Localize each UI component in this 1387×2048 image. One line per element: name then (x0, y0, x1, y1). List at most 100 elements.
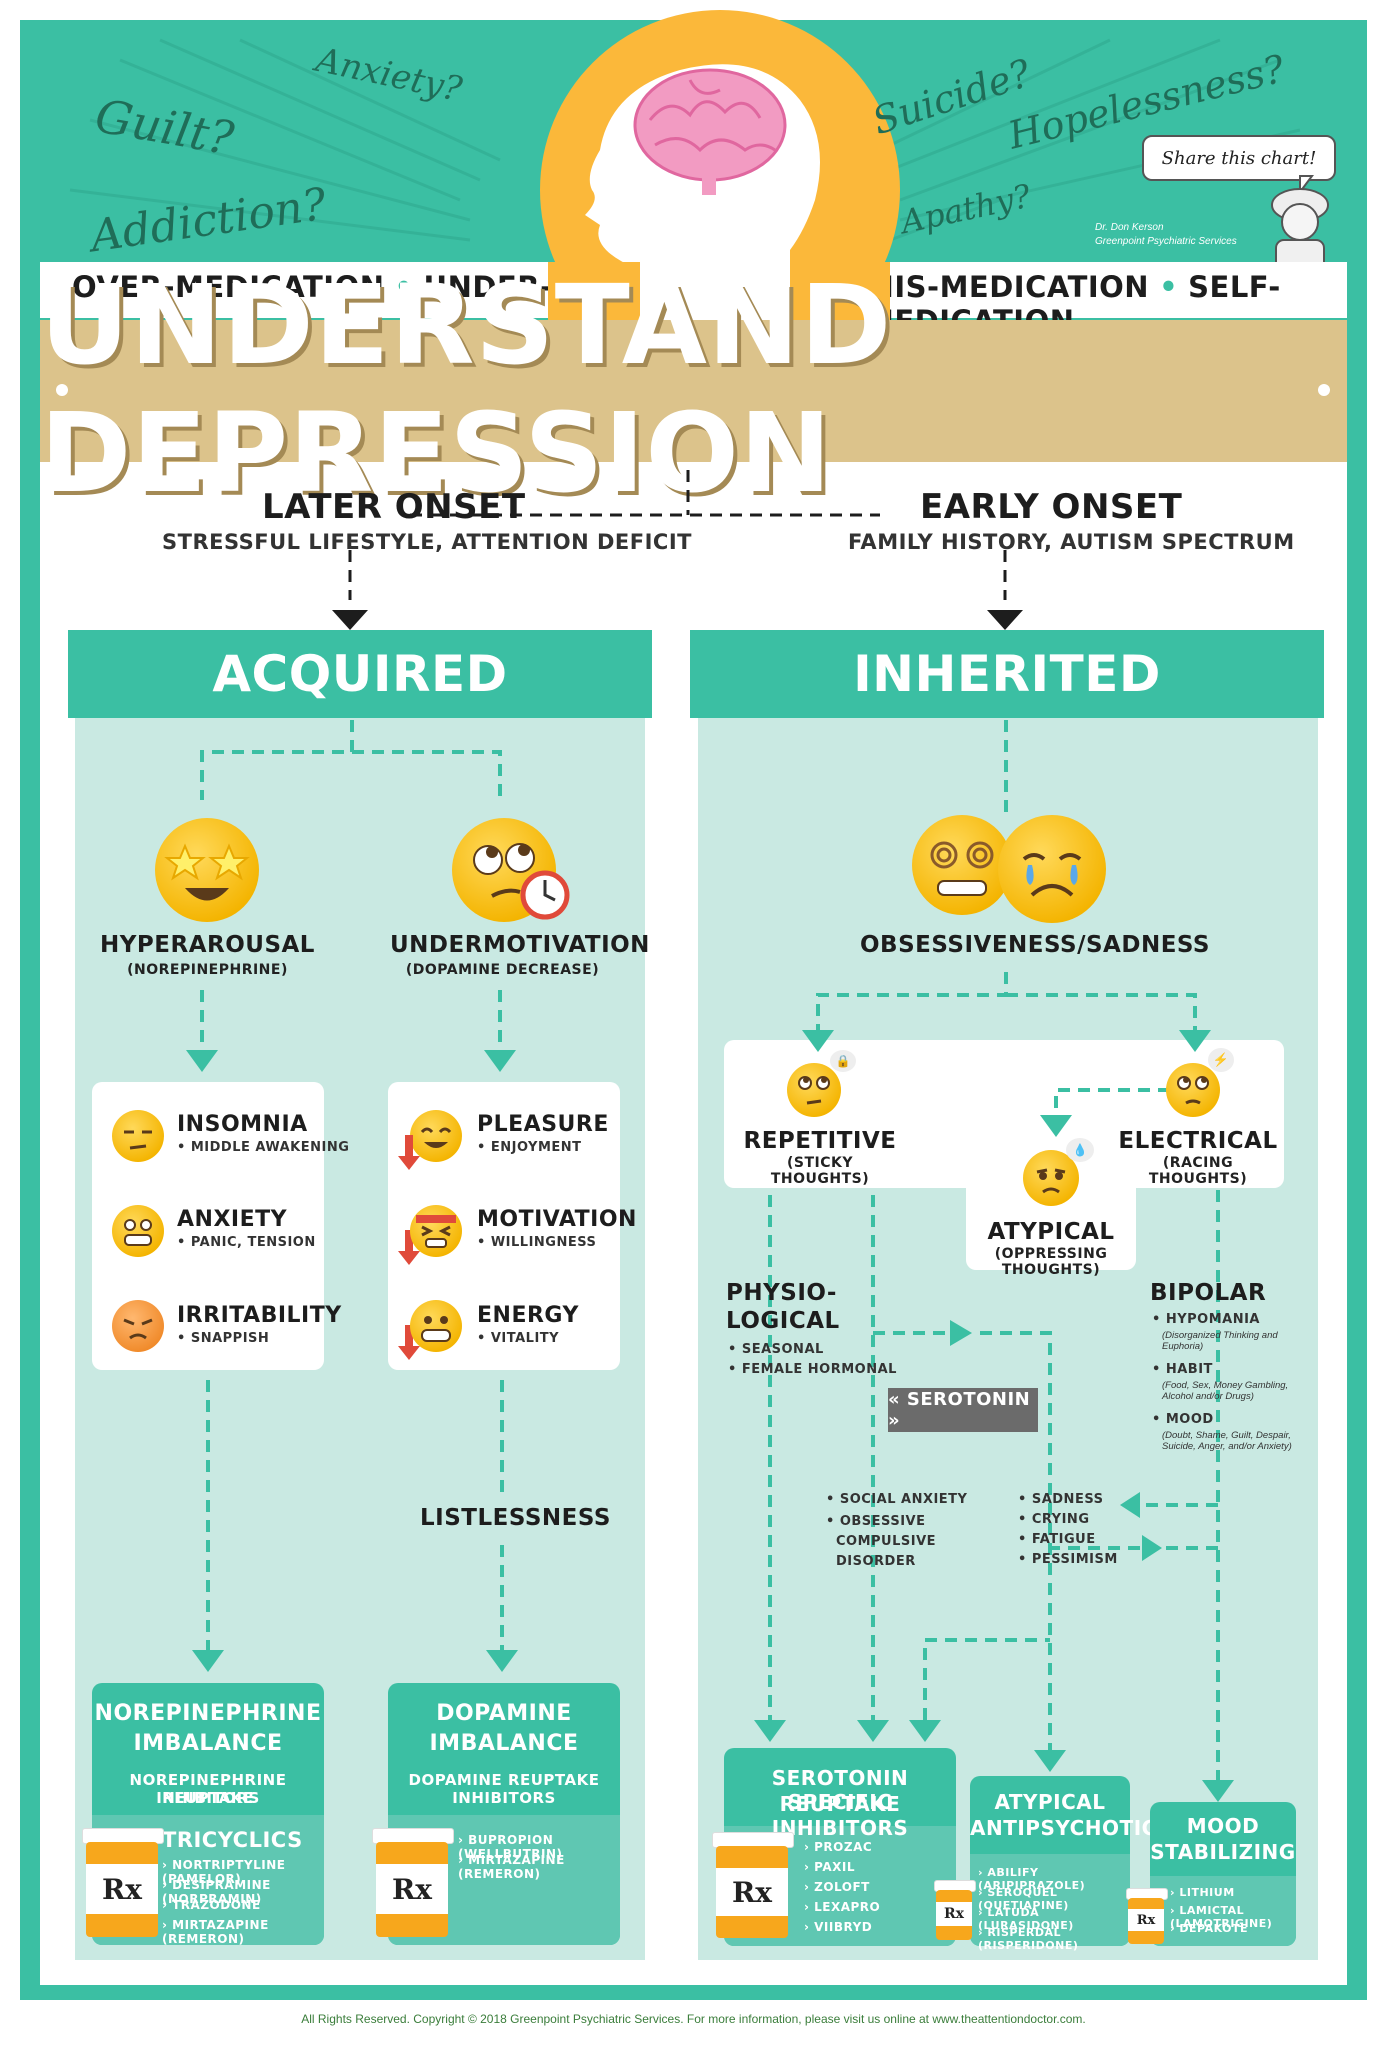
norepi-title-1: NOREPINEPHRINE (94, 1701, 322, 1726)
ssri-drug-1: › PROZAC (804, 1840, 873, 1854)
social-anxiety-item: • SOCIAL ANXIETY (826, 1492, 968, 1507)
atyp-drug-2: › SEROQUEL (QUETIAPINE) (978, 1886, 1069, 1912)
energy-label: ENERGY (477, 1303, 579, 1328)
ssri-drug-3: › ZOLOFT (804, 1880, 870, 1894)
norepi-drug-2: › DESIPRAMINE (NORPRAMIN) (162, 1878, 271, 1906)
motivation-label: MOTIVATION (477, 1207, 637, 1232)
header-rays (69, 38, 1301, 242)
fatigue-item: • FATIGUE (1018, 1532, 1096, 1547)
grin-emoji-icon (410, 1300, 462, 1352)
pessimism-item: • PESSIMISM (1018, 1552, 1118, 1567)
pleasure-label: PLEASURE (477, 1112, 609, 1137)
mood-label: • MOOD (1152, 1412, 1214, 1427)
title-dot-left (56, 384, 68, 396)
ssri-drug-5: › VIIBRYD (804, 1920, 873, 1934)
atypical-sub: (OPPRESSING THOUGHTS) (994, 1246, 1108, 1278)
irritability-sub: • SNAPPISH (177, 1331, 270, 1346)
crying-item: • CRYING (1018, 1512, 1090, 1527)
mood-drug-2: › LAMICTAL (LAMOTRIGINE) (1170, 1904, 1273, 1930)
doctor-name: Dr. Don Kerson (1095, 222, 1164, 233)
share-bubble[interactable]: Share this chart! (1142, 135, 1336, 181)
title-bar (40, 320, 1347, 462)
early-onset-sub: FAMILY HISTORY, AUTISM SPECTRUM (848, 530, 1295, 554)
grimace-emoji-icon (112, 1205, 164, 1257)
atypical-label: ATYPICAL (987, 1219, 1115, 1245)
repetitive-label: REPETITIVE (743, 1128, 897, 1154)
undermotivation-label: UNDERMOTIVATION (390, 932, 650, 958)
norepi-drug-3: › TRAZODONE (162, 1898, 261, 1912)
ssri-drug-2: › PAXIL (804, 1860, 855, 1874)
eye-roll-emoji-icon (452, 818, 556, 922)
physio-item-1: • SEASONAL (728, 1342, 824, 1357)
norepi-title-2: IMBALANCE (133, 1731, 283, 1756)
atyp-title-2: ANTIPSYCHOTIC (970, 1816, 1157, 1840)
early-onset-title: EARLY ONSET (920, 487, 1183, 527)
norepi-sub-2: INHIBITORS (156, 1789, 260, 1807)
repetitive-emoji-icon (787, 1063, 841, 1117)
norepi-drug-4: › MIRTAZAPINE (REMERON) (162, 1918, 269, 1946)
rx-label: Rx (376, 1864, 448, 1914)
physio-label-2: LOGICAL (726, 1308, 840, 1334)
later-onset-sub: STRESSFUL LIFESTYLE, ATTENTION DEFICIT (162, 530, 692, 554)
insomnia-sub: • MIDDLE AWAKENING (177, 1140, 350, 1155)
footer-copyright[interactable]: All Rights Reserved. Copyright © 2018 Gr… (301, 2012, 1086, 2026)
atyp-drug-1: › ABILIFY (ARIPIPRAZOLE) (978, 1866, 1086, 1892)
lightning-icon: ⚡ (1208, 1048, 1234, 1072)
mood-title-1: MOOD (1186, 1814, 1260, 1838)
tired-emoji-icon (410, 1205, 462, 1257)
ssri-drug-4: › LEXAPRO (804, 1900, 881, 1914)
sleepy-emoji-icon (112, 1110, 164, 1162)
atyp-title-1: ATYPICAL (994, 1790, 1106, 1814)
atyp-drug-3: › LATUDA (LURASIDONE) (978, 1906, 1074, 1932)
rx-label: Rx (86, 1864, 158, 1914)
dizzy-emoji-icon (912, 815, 1012, 915)
later-onset-title: LATER ONSET (262, 487, 526, 527)
ocd-item-1: • OBSESSIVE (826, 1514, 926, 1529)
doctor-org: Greenpoint Psychiatric Services (1095, 236, 1237, 247)
sweat-drops-icon: 💧 (1066, 1138, 1094, 1162)
smile-emoji-icon (410, 1110, 462, 1162)
ssri-title-1: SEROTONIN SPECIFIC (771, 1766, 909, 1814)
electrical-sub: (RACING THOUGHTS) (1148, 1155, 1248, 1187)
dopa-title-2: IMBALANCE (429, 1731, 579, 1756)
atyp-drug-panel (970, 1854, 1130, 1946)
mood-title-2: STABILIZING (1150, 1840, 1296, 1864)
ocd-item-2: COMPULSIVE (836, 1534, 937, 1549)
mood-drug-panel (1150, 1876, 1296, 1946)
angry-emoji-icon (112, 1300, 164, 1352)
crying-emoji-icon (998, 815, 1106, 923)
physio-item-2: • FEMALE HORMONAL (728, 1362, 897, 1377)
listlessness-label: LISTLESSNESS (420, 1505, 611, 1531)
motivation-sub: • WILLINGNESS (477, 1235, 597, 1250)
mood-note: (Doubt, Shame, Guilt, Despair, Suicide, … (1162, 1430, 1292, 1452)
tricyclics-label: TRICYCLICS (162, 1828, 303, 1852)
undermotivation-sub: (DOPAMINE DECREASE) (405, 962, 600, 978)
norepi-drug-1: › NORTRIPTYLINE (PAMELOR) (162, 1858, 286, 1886)
energy-sub: • VITALITY (477, 1331, 560, 1346)
pleasure-sub: • ENJOYMENT (477, 1140, 582, 1155)
dopa-drug-1: › BUPROPION (WELLBUTRIN) (458, 1833, 563, 1861)
atypical-antipsychotic-card: ATYPICAL ANTIPSYCHOTIC › ABILIFY (ARIPIP… (970, 1776, 1157, 1952)
dopa-sub-1: DOPAMINE REUPTAKE (408, 1771, 600, 1789)
ssri-title-2: REUPTAKE INHIBITORS (771, 1792, 909, 1840)
serotonin-tag: « SEROTONIN » (888, 1388, 1038, 1432)
hyperarousal-sub: (NOREPINEPHRINE) (127, 962, 288, 978)
electrical-emoji-icon (1166, 1063, 1220, 1117)
title-dot-right (1318, 384, 1330, 396)
acquired-header: ACQUIRED (68, 630, 652, 718)
hypomania-label: • HYPOMANIA (1152, 1312, 1260, 1327)
atypical-emoji-icon (1023, 1150, 1079, 1206)
electrical-label: ELECTRICAL (1118, 1128, 1278, 1154)
pill-bottle-icon: Rx (376, 1842, 448, 1937)
hypomania-note: (Disorganized Thinking and Euphoria) (1162, 1330, 1278, 1352)
habit-note: (Food, Sex, Money Gambling, Alcohol and/… (1162, 1380, 1289, 1402)
rx-label: Rx (936, 1902, 972, 1926)
atyp-drug-4: › RISPERDAL (RISPERIDONE) (978, 1926, 1079, 1952)
over-medication: OVER-MEDICATION (72, 270, 385, 304)
irritability-label: IRRITABILITY (177, 1303, 342, 1328)
lock-icon: 🔒 (830, 1050, 856, 1072)
mood-stabilizing-card: MOOD STABILIZING › LITHIUM › LAMICTAL (L… (1150, 1802, 1296, 1946)
inherited-header: INHERITED (690, 630, 1324, 718)
